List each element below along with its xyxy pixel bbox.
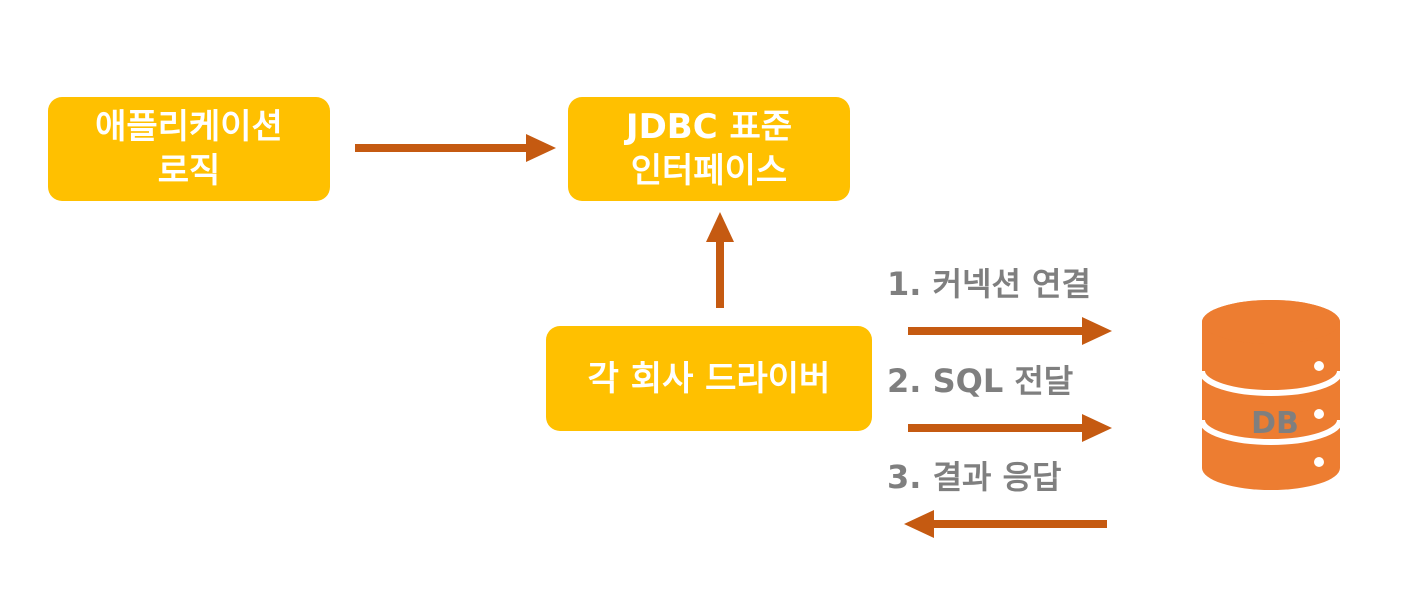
step-sql-label: 2. SQL 전달 [887, 362, 1074, 400]
app-logic-box: 애플리케이션 로직 [48, 97, 330, 201]
arrow-sql [908, 414, 1112, 442]
jdbc-interface-label: JDBC 표준 인터페이스 [625, 107, 793, 191]
app-logic-label: 애플리케이션 로직 [95, 107, 283, 191]
arrow-driver-to-jdbc [706, 212, 734, 308]
arrow-response [904, 510, 1107, 538]
arrow-app-to-jdbc [355, 134, 556, 162]
database-icon: DB [1199, 300, 1343, 490]
step-response-label: 3. 결과 응답 [887, 458, 1062, 496]
driver-box: 각 회사 드라이버 [546, 326, 872, 431]
arrow-connect [908, 317, 1112, 345]
jdbc-interface-box: JDBC 표준 인터페이스 [568, 97, 850, 201]
step-connect-label: 1. 커넥션 연결 [887, 265, 1091, 303]
driver-label: 각 회사 드라이버 [587, 358, 831, 399]
database-label: DB [1251, 406, 1299, 441]
